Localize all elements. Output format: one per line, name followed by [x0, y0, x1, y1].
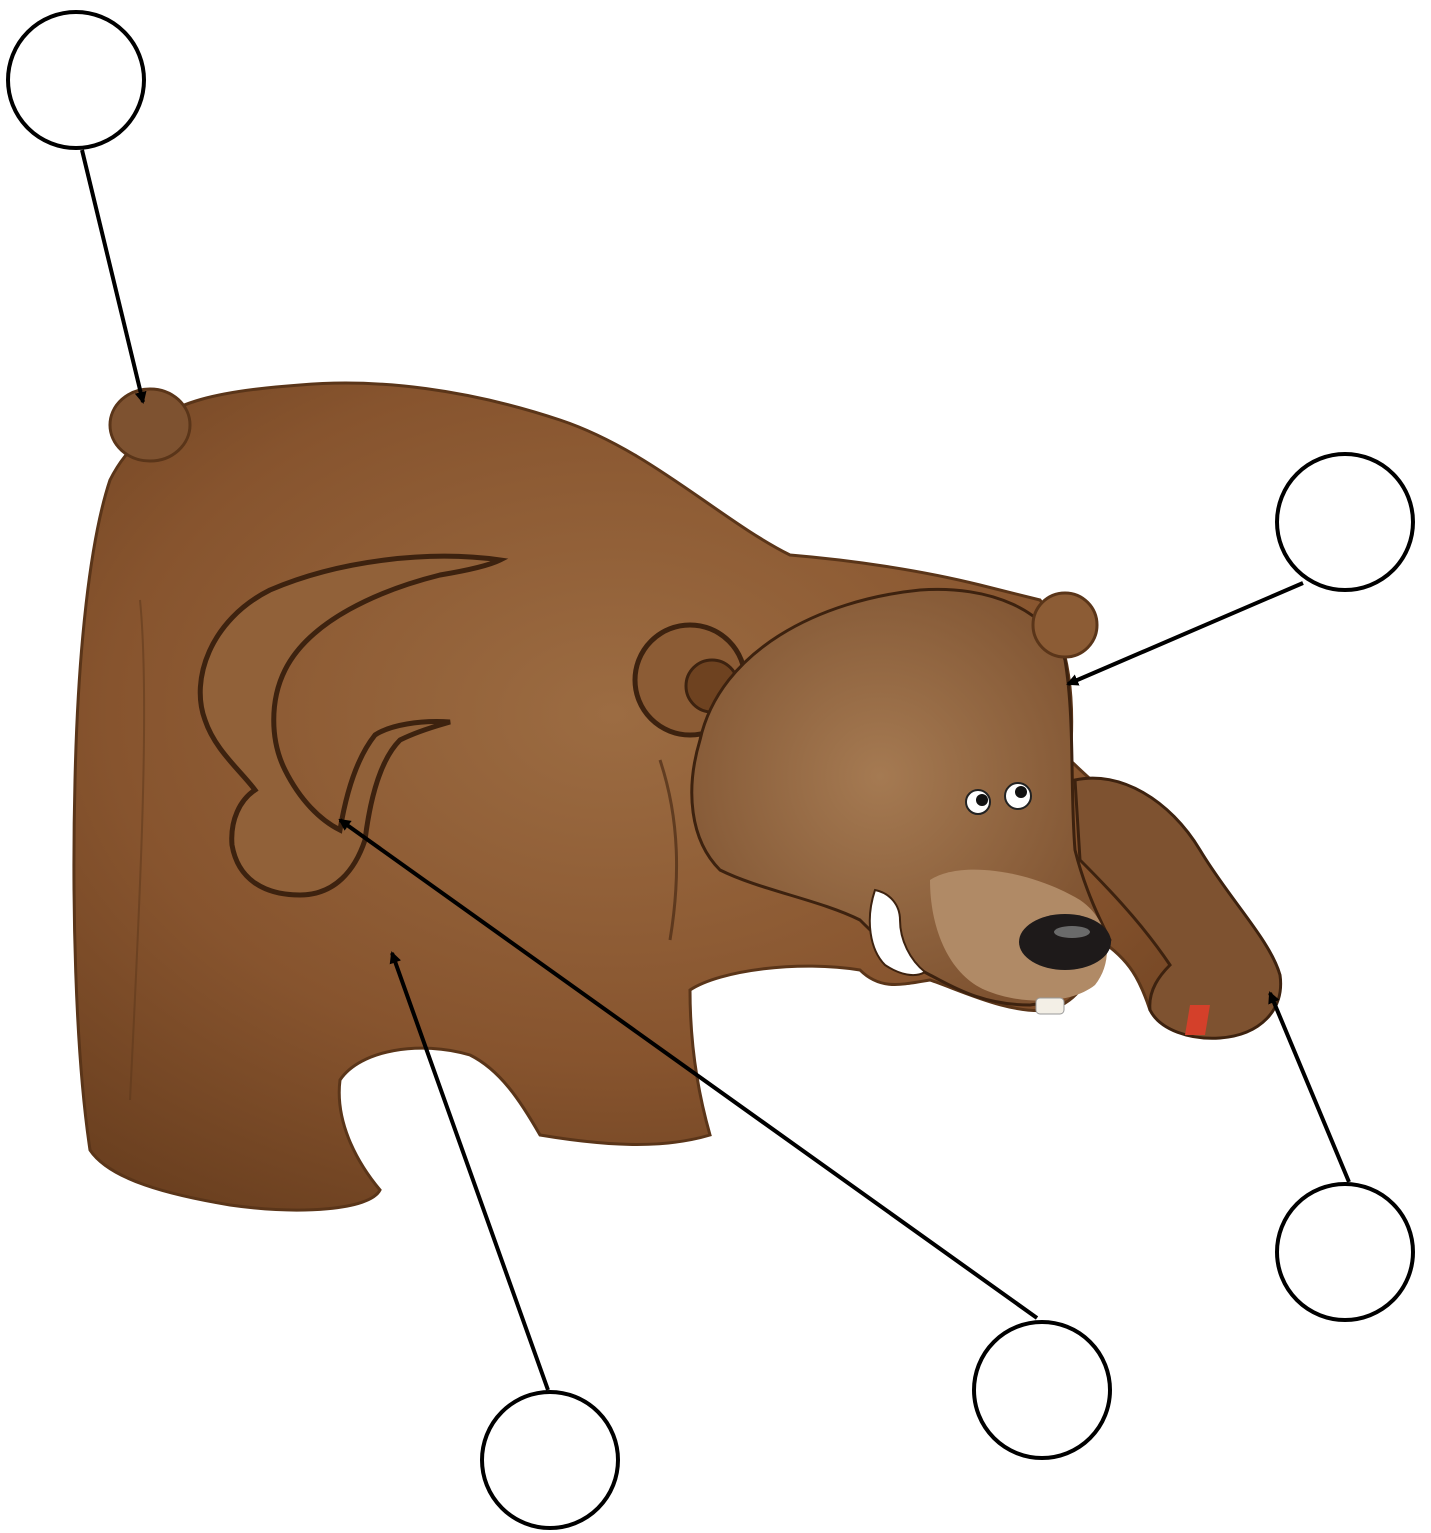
bear-eye-right-pupil [1015, 786, 1027, 798]
label-circle-front-paw[interactable] [1277, 1184, 1413, 1320]
label-circle-arm[interactable] [974, 1322, 1110, 1458]
bear-illustration [74, 383, 1281, 1210]
label-circle-body[interactable] [482, 1392, 618, 1528]
bear-eye-left-pupil [976, 794, 988, 806]
label-circle-ear[interactable] [1277, 454, 1413, 590]
bear-teeth [1036, 998, 1064, 1014]
label-circle-tail[interactable] [8, 12, 144, 148]
bear-tail [110, 389, 190, 461]
bear-nose-shine [1054, 926, 1090, 938]
leader-line-tail [82, 150, 143, 402]
leader-line-ear [1068, 583, 1303, 684]
leader-line-front-paw [1270, 993, 1349, 1182]
bear-nose [1019, 914, 1111, 970]
bear-ear [1033, 593, 1097, 657]
